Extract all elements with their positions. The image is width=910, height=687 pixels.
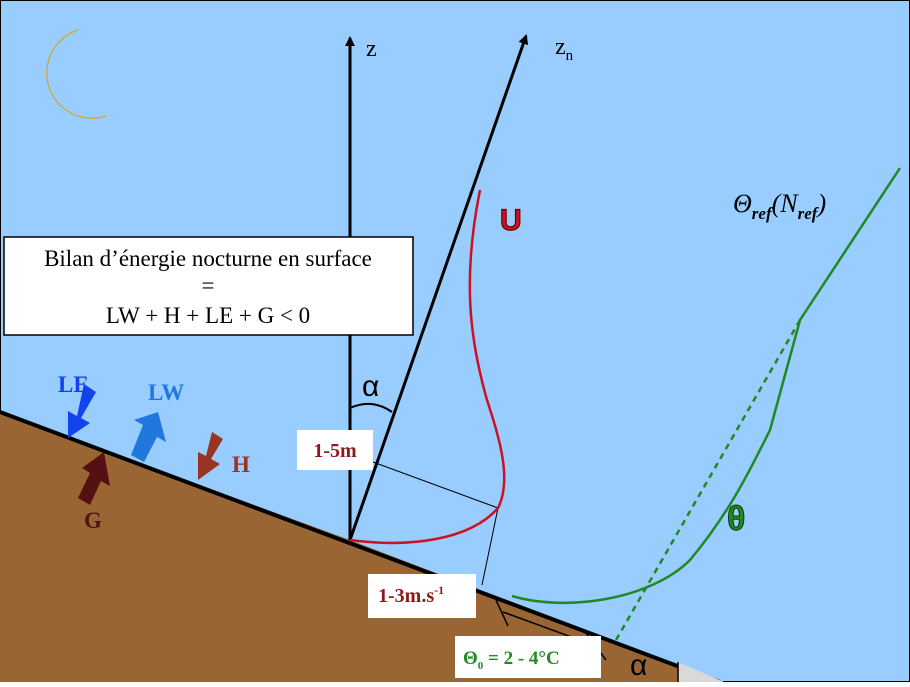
- zn-axis: [348, 34, 529, 541]
- slope-angle-label: α: [630, 649, 647, 682]
- energy-balance-box: [3, 236, 414, 336]
- height-label: 1-5m: [313, 440, 357, 462]
- theta-profile-curve: [511, 167, 902, 605]
- lw-flux-label: LW: [148, 380, 184, 405]
- le-arrow-icon: [68, 384, 96, 438]
- energy-balance-title: Bilan d’énergie nocturne en surface: [44, 246, 372, 271]
- height-guide-line: [372, 461, 499, 509]
- speed-label-box: [368, 574, 476, 618]
- energy-balance-equation: LW + H + LE + G < 0: [106, 303, 310, 328]
- zn-axis-label: zn: [555, 34, 574, 64]
- le-flux-label: LE: [58, 372, 89, 397]
- slope-angle-wedge: [678, 662, 724, 682]
- wind-profile-label: U: [500, 204, 522, 237]
- h-arrow-icon: [198, 432, 223, 480]
- theta0-label: Θ0 = 2 - 4°C: [463, 648, 560, 672]
- axes-angle-arc: [349, 402, 393, 413]
- axes-angle-label: α: [362, 370, 379, 403]
- z-axis-label: z: [366, 36, 377, 62]
- theta0-label-box: [455, 636, 601, 678]
- height-label-box: [297, 430, 373, 470]
- lw-arrow-icon: [131, 412, 166, 462]
- moon-icon: [46, 29, 107, 119]
- g-arrow-icon: [78, 452, 110, 505]
- wind-profile-curve: [349, 189, 506, 545]
- speed-guide-line: [481, 507, 499, 586]
- theta0-dimension-tick-left: [495, 599, 509, 627]
- h-flux-label: H: [232, 452, 250, 477]
- speed-label: 1-3m.s-1: [378, 583, 444, 607]
- theta-profile-label: θ: [727, 500, 745, 538]
- g-flux-label: G: [84, 508, 102, 533]
- theta-ref-label: Θref(Nref): [733, 189, 826, 223]
- energy-balance-equals: =: [202, 273, 215, 298]
